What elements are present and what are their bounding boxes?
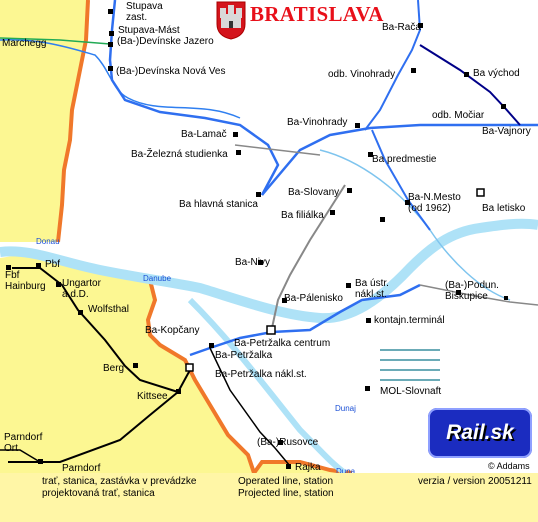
- label-donau: Donau: [36, 237, 60, 246]
- austria-region-north: [0, 0, 88, 242]
- copyright: © Addams: [488, 461, 530, 471]
- label-predmestie: Ba predmestie: [372, 154, 437, 165]
- label-kopcany: Ba-Kopčany: [145, 325, 200, 336]
- danube-river-south: [187, 297, 347, 476]
- label-devinska-nova-ves: (Ba-)Devínska Nová Ves: [116, 66, 226, 77]
- petrzalka-centrum-marker: [266, 325, 276, 335]
- label-nivy: Ba-Nivy: [235, 257, 271, 268]
- label-podunajske: (Ba-)Podun. Biskupice: [445, 280, 499, 302]
- label-stupava-mast: Stupava-Mást: [118, 25, 180, 36]
- rail-parndorf-ort: [0, 449, 41, 463]
- rail-vychod: [419, 44, 521, 126]
- label-filialka: Ba filiálka: [281, 210, 324, 221]
- label-marchegg: Marchegg: [2, 38, 47, 49]
- label-berg: Berg: [103, 363, 125, 374]
- rail-hainburg: [12, 267, 191, 394]
- label-ungartor: Ungartor a.d.D.: [62, 278, 101, 300]
- map-title: BRATISLAVA: [250, 2, 384, 26]
- airport-marker: [476, 188, 485, 197]
- label-kittsee: Kittsee: [137, 391, 168, 402]
- label-petrzalka: Ba-Petržalka: [215, 350, 273, 361]
- label-vajnory: Ba-Vajnory: [482, 126, 531, 137]
- austria-region-south: [0, 252, 254, 473]
- label-hlavna-stanica: Ba hlavná stanica: [179, 199, 258, 210]
- label-odb-mociar: odb. Močiar: [432, 110, 485, 121]
- coat-of-arms-icon: [216, 1, 246, 40]
- label-slovany: Ba-Slovany: [288, 187, 340, 198]
- label-parndorf: Parndorf: [62, 463, 101, 474]
- label-fbf-hainburg: Fbf Hainburg: [5, 270, 46, 292]
- state-border-north: [56, 0, 90, 243]
- label-raca: Ba-Rača: [382, 22, 421, 33]
- label-vychod: Ba východ: [473, 68, 520, 79]
- station-markers: [6, 9, 508, 469]
- label-pbf: Pbf: [45, 259, 61, 270]
- label-dunaj: Dunaj: [335, 404, 356, 413]
- state-border-south: [145, 279, 256, 474]
- label-kontajn: kontajn.terminál: [374, 315, 445, 326]
- label-vinohrady: Ba-Vinohrady: [287, 117, 348, 128]
- label-palenisko: Ba-Pálenisko: [284, 293, 343, 304]
- rail-sk-logo[interactable]: Rail.sk: [428, 408, 532, 458]
- label-danube: Danube: [143, 274, 172, 283]
- label-stupava-zast: Stupava zast.: [126, 1, 163, 23]
- legend-operated-sk: trať, stanica, zastávka v prevádzke: [42, 476, 197, 487]
- label-rusovce: (Ba-)Rusovce: [257, 437, 319, 448]
- rail-lamac-grey: [234, 144, 321, 156]
- label-odb-vinohrady: odb. Vinohrady: [328, 69, 396, 80]
- petrzalka-nakl-marker: [185, 363, 194, 372]
- danube-river: [0, 218, 538, 324]
- label-devinske-jazero: (Ba-)Devínske Jazero: [117, 36, 214, 47]
- label-duna: Duna: [336, 467, 356, 476]
- slovnaft-sidings: [380, 349, 440, 381]
- label-mol-slovnaft: MOL-Slovnaft: [380, 386, 442, 397]
- label-lamac: Ba-Lamač: [181, 129, 227, 140]
- legend-panel: trať, stanica, zastávka v prevádzke Oper…: [0, 473, 538, 522]
- rail-petrzalka: [189, 283, 421, 357]
- label-letisko: Ba letisko: [482, 203, 526, 214]
- label-parndorf-ort: Parndorf Ort: [4, 432, 43, 454]
- label-petrzalka-nakl: Ba-Petržalka nákl.st.: [215, 369, 307, 380]
- rail-north-main: [108, 0, 280, 196]
- label-rajka: Rajka: [295, 462, 321, 473]
- legend-operated-en: Operated line, station: [238, 476, 334, 487]
- rail-east-main: [261, 123, 538, 196]
- legend-projected-sk: projektovaná trať, stanica: [42, 488, 155, 499]
- label-zelezna-studienka: Ba-Železná studienka: [131, 149, 228, 160]
- hu-border: [252, 460, 353, 475]
- label-nove-mesto: Ba-N.Mesto (od 1962): [408, 192, 461, 214]
- label-wolfsthal: Wolfsthal: [88, 304, 129, 315]
- rail-rusovce: [209, 347, 291, 467]
- legend-projected-en: Projected line, station: [238, 488, 334, 499]
- rail-marchegg: [0, 37, 111, 45]
- legend-version: verzia / version 20051211: [418, 476, 532, 487]
- rail-nivy-grey: [271, 184, 346, 329]
- rail-podunajske: [419, 284, 538, 306]
- label-ustr-nakl: Ba ústr. nákl.st.: [355, 278, 389, 300]
- rail-nmesto: [371, 129, 431, 231]
- label-petrzalka-centrum: Ba-Petržalka centrum: [234, 338, 331, 349]
